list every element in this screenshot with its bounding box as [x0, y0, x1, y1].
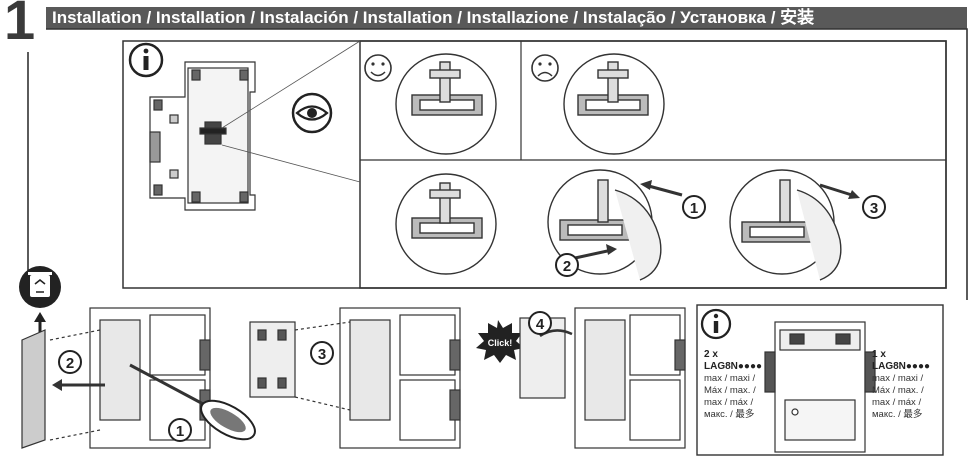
svg-text:1: 1 [690, 200, 698, 217]
info-icon [700, 308, 732, 340]
breaker-module-insert [249, 307, 461, 449]
push-arrowhead-1 [640, 180, 652, 190]
push-arrow-1 [644, 183, 683, 197]
svg-text:3: 3 [318, 346, 326, 363]
right-line-0: max / maxi / [872, 373, 924, 384]
detail-circle-correct [395, 53, 497, 155]
svg-text:Click!: Click! [488, 338, 513, 348]
detail-circle-step-a [395, 173, 497, 275]
slide-arrowhead-left [52, 379, 62, 391]
zoom-line-top [221, 40, 361, 129]
remove-arrowhead-up [34, 312, 46, 322]
screwdriver-icon [129, 363, 256, 441]
comparison-panel [359, 40, 947, 289]
section-header: Installation / Installation / Instalació… [46, 7, 967, 29]
detail-circle-step-b [547, 169, 662, 281]
left-line-0: max / maxi / [704, 373, 756, 384]
svg-text:4: 4 [536, 316, 545, 333]
right-line-2: max / máx / [872, 397, 921, 408]
right-line-1: Máx / max. / [872, 385, 924, 396]
detail-circle-step-c [729, 169, 842, 281]
svg-text:3: 3 [870, 200, 878, 217]
click-burst-icon: Click! [476, 320, 524, 363]
callout-1-upper: 1 [682, 195, 706, 219]
step-number: 1 [4, 0, 36, 51]
left-line-3: макс. / 最多 [704, 408, 754, 420]
stacked-breakers [764, 321, 876, 453]
left-model: LAG8N●●●● [704, 361, 762, 372]
eye-icon [291, 92, 333, 134]
pull-arrow-3 [819, 183, 856, 198]
info-icon [128, 42, 164, 78]
sad-face-icon [531, 54, 559, 82]
svg-text:1: 1 [176, 423, 184, 440]
svg-text:2: 2 [66, 355, 74, 372]
left-qty: 2 x [704, 349, 718, 360]
push-arrowhead-2 [606, 244, 617, 255]
recycle-bin-icon [19, 266, 61, 308]
callout-2-upper: 2 [555, 253, 579, 277]
detail-circle-incorrect [563, 53, 665, 155]
breaker-module [149, 61, 256, 211]
left-line-1: Máx / max. / [704, 385, 756, 396]
breaker-cover-removal [21, 307, 211, 449]
svg-text:2: 2 [563, 258, 571, 275]
max-quantity-box [696, 304, 944, 456]
callout-4-lower: 4 [528, 311, 552, 335]
push-arrow-2 [574, 248, 613, 260]
happy-face-icon [364, 54, 392, 82]
breaker-module-click [519, 307, 686, 449]
zoom-line-bottom [221, 144, 361, 183]
callout-3-lower: 3 [310, 341, 334, 365]
left-line-2: max / máx / [704, 397, 753, 408]
right-model: LAG8N●●●● [872, 361, 930, 372]
pull-arrowhead-3 [848, 190, 860, 199]
right-qty: 1 x [872, 349, 886, 360]
callout-3-upper: 3 [862, 195, 886, 219]
callout-2-lower: 2 [58, 350, 82, 374]
frame-top-line [46, 28, 968, 300]
callout-1-lower: 1 [168, 418, 192, 442]
right-line-3: макс. / 最多 [872, 408, 922, 420]
